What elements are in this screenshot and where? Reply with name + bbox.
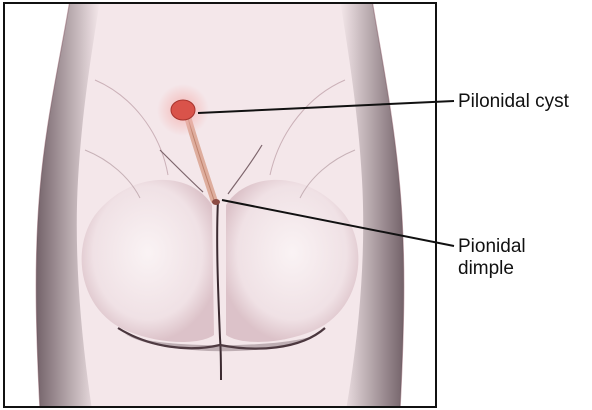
cyst-lesion <box>171 100 195 120</box>
pilonidal-dimple <box>212 199 220 205</box>
dimple-label-line-2: dimple <box>458 258 526 280</box>
pilonidal-cyst-label: Pilonidal cyst <box>458 91 569 113</box>
pilonidal-dimple-label: Pionidal dimple <box>458 236 526 280</box>
dimple-label-line-1: Pionidal <box>458 236 526 258</box>
